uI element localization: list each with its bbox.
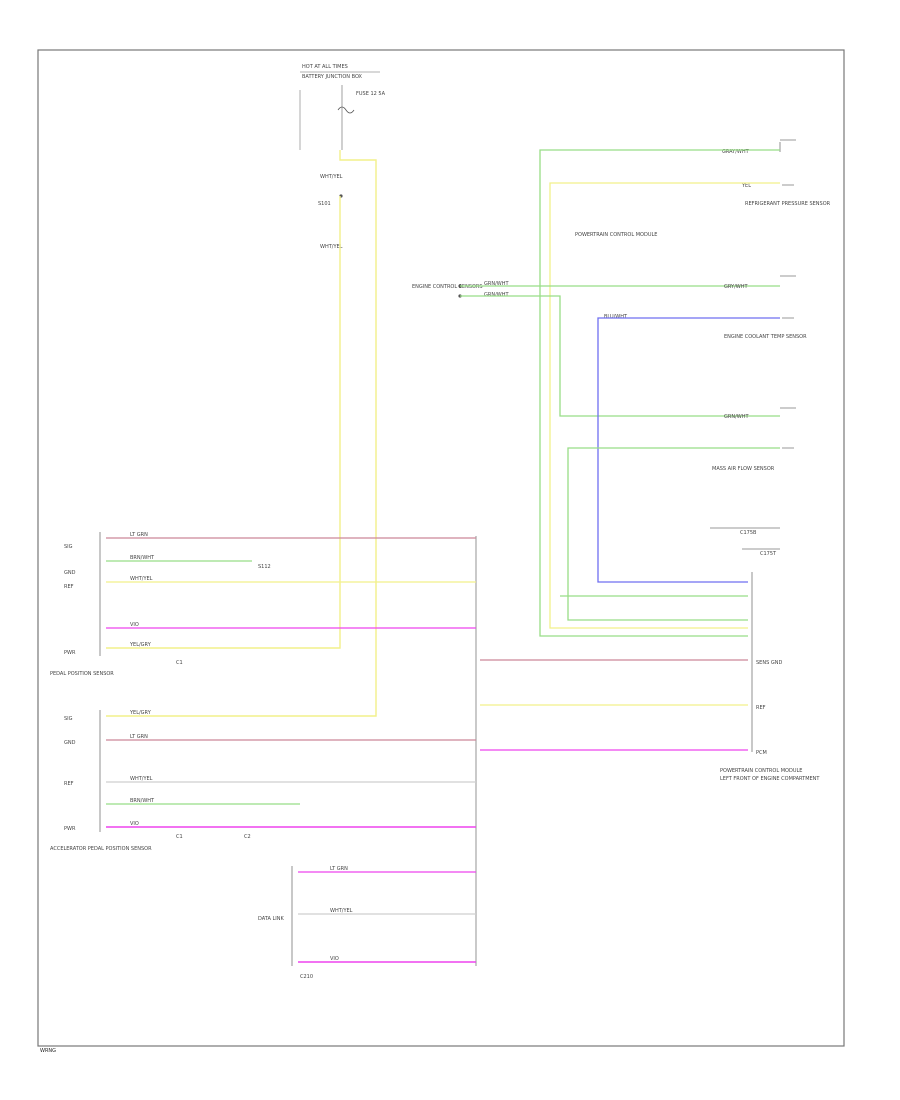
- sensor-mid-right-label: ENGINE COOLANT TEMP SENSOR: [724, 334, 807, 340]
- fuse-block: HOT AT ALL TIMES BATTERY JUNCTION BOX FU…: [299, 64, 386, 250]
- wire-a-label: GRN/WHT: [484, 281, 509, 287]
- pcm-name: POWERTRAIN CONTROL MODULE: [720, 768, 802, 774]
- left-top-pin-pwr: PWR: [64, 650, 76, 656]
- bottom-group-name: DATA LINK: [258, 916, 284, 922]
- yellow-feed-wires: [106, 150, 377, 717]
- left-top-wire-2: WHT/YEL: [130, 576, 153, 582]
- bottom-group-connector: C210: [300, 974, 313, 980]
- hot-at-all-times-label: HOT AT ALL TIMES: [302, 64, 348, 70]
- sensor-top-wire-gray: GRAY/WHT: [722, 149, 750, 155]
- pcm-block: C175B C175T SENS GND REF PCM POWERTRAIN …: [710, 527, 820, 782]
- accelerator-pedal-position-sensor: SIG GND REF PWR ACCELERATOR PEDAL POSITI…: [50, 710, 251, 852]
- engine-control-label: ENGINE CONTROL SENSORS: [412, 284, 483, 290]
- left-bottom-connector-1: C1: [176, 834, 183, 840]
- left-bottom-wire-4: VIO: [130, 821, 139, 827]
- data-link-group: DATA LINK C210: [258, 866, 313, 980]
- fuse-block-label: BATTERY JUNCTION BOX: [302, 74, 363, 80]
- green-wire-mid-b: [460, 295, 780, 417]
- left-top-wire-3: VIO: [130, 622, 139, 628]
- bottom-wire-0: LT GRN: [330, 866, 348, 872]
- pcm-label-left: POWERTRAIN CONTROL MODULE: [575, 232, 657, 238]
- left-bottom-pin-pwr: PWR: [64, 826, 76, 832]
- left-top-pin-gnd: GND: [64, 570, 76, 576]
- pcm-pin-ref: REF: [756, 705, 766, 711]
- sensor-low-right-label: MASS AIR FLOW SENSOR: [712, 466, 775, 472]
- engine-control-block: ENGINE CONTROL SENSORS POWERTRAIN CONTRO…: [412, 232, 657, 320]
- left-bottom-wire-1: LT GRN: [130, 734, 148, 740]
- mass-air-flow-sensor: MASS AIR FLOW SENSOR GRN/WHT: [712, 407, 796, 472]
- sensor-top-wire-yel: YEL: [741, 183, 751, 189]
- left-top-connector: C1: [176, 660, 183, 666]
- bottom-wire-1: WHT/YEL: [330, 908, 353, 914]
- wire-c-label: BLU/WHT: [604, 314, 628, 320]
- blue-wire: [597, 317, 780, 583]
- pcm-pin-pcm: PCM: [756, 750, 767, 756]
- left-bottom-pin-ref: REF: [64, 781, 74, 787]
- left-top-pin-sig: SIG: [64, 544, 73, 550]
- splice-label: S101: [318, 201, 331, 207]
- wire-top-label: WHT/YEL: [320, 174, 343, 180]
- pcm-pin-sens-gnd: SENS GND: [756, 660, 782, 666]
- left-bottom-pin-gnd: GND: [64, 740, 76, 746]
- pedal-position-sensor: SIG GND REF PWR PEDAL POSITION SENSOR S1…: [50, 532, 271, 677]
- left-top-wire-0: LT GRN: [130, 532, 148, 538]
- left-top-wire-1: BRN/WHT: [130, 555, 155, 561]
- left-bottom-name: ACCELERATOR PEDAL POSITION SENSOR: [50, 846, 152, 852]
- fuse-label: FUSE 12 5A: [356, 91, 386, 97]
- green-wire-low: [567, 447, 780, 621]
- left-bottom-wire-0: YEL/GRY: [129, 710, 152, 716]
- diagram-frame: [37, 49, 845, 1047]
- left-top-splice: S112: [258, 564, 271, 570]
- sensor-mid-wire: GRY/WHT: [724, 284, 748, 290]
- sensor-low-wire: GRN/WHT: [724, 414, 749, 420]
- left-top-name: PEDAL POSITION SENSOR: [50, 671, 114, 677]
- wire-bottom-label: WHT/YEL: [320, 244, 343, 250]
- left-bottom-connector-2: C2: [244, 834, 251, 840]
- left-bottom-wire-3: BRN/WHT: [130, 798, 155, 804]
- wire-b-label: GRN/WHT: [484, 292, 509, 298]
- engine-coolant-temp-sensor: ENGINE COOLANT TEMP SENSOR GRY/WHT: [724, 275, 807, 340]
- left-bottom-wire-2: WHT/YEL: [130, 776, 153, 782]
- bottom-wire-2: VIO: [330, 956, 339, 962]
- left-top-wire-4: YEL/GRY: [129, 642, 152, 648]
- left-bottom-pin-sig: SIG: [64, 716, 73, 722]
- yellow-wire-top: [549, 182, 780, 629]
- left-top-pin-ref: REF: [64, 584, 74, 590]
- pcm-sub: LEFT FRONT OF ENGINE COMPARTMENT: [720, 776, 820, 782]
- green-wire-top: [539, 149, 780, 637]
- pcm-tag-b: C175T: [760, 551, 777, 557]
- footer-tag: WRNG: [40, 1048, 56, 1054]
- pcm-tag-a: C175B: [740, 530, 757, 536]
- sensor-top-right-label: REFRIGERANT PRESSURE SENSOR: [745, 201, 831, 207]
